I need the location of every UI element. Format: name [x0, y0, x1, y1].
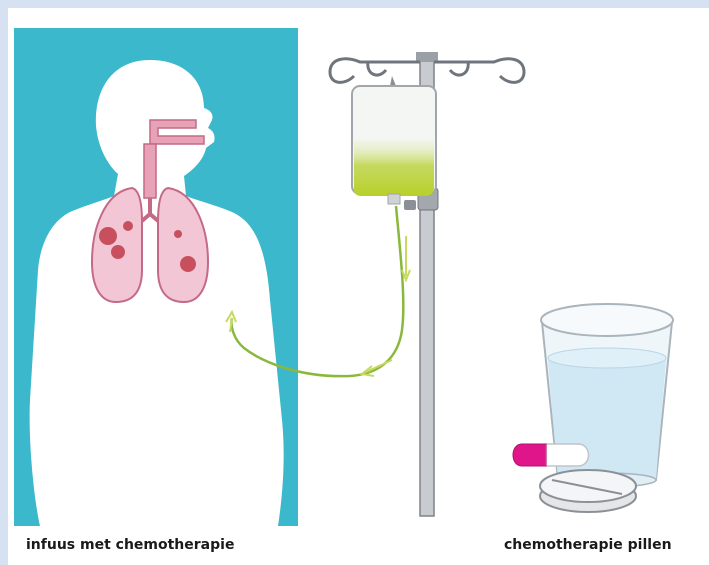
tablet-icon: [540, 470, 636, 512]
infusion-caption: infuus met chemotherapie: [26, 537, 234, 553]
tumor-icon: [123, 221, 133, 231]
tumor-icon: [111, 245, 125, 259]
tumor-icon: [180, 256, 196, 272]
iv-bag-icon: [352, 76, 436, 210]
tumor-icon: [99, 227, 117, 245]
flow-arrow-icon: [366, 360, 392, 372]
pills-caption: chemotherapie pillen: [504, 537, 672, 553]
tumor-icon: [174, 230, 182, 238]
capsule-icon: [513, 444, 589, 466]
